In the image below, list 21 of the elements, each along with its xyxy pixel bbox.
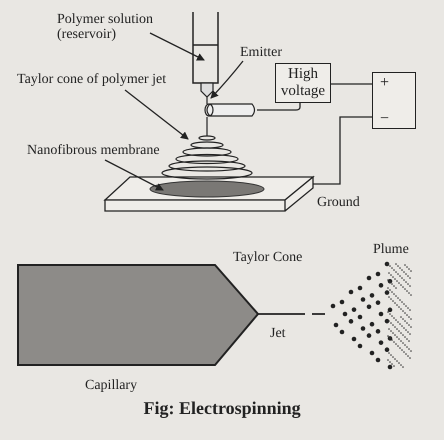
wire [313,116,372,185]
part-label: Taylor Cone [233,250,302,265]
part-label: Taylor cone of polymer jet [17,72,166,87]
part-label: Capillary [85,378,138,393]
part-label: Polymer solution (reservoir) [57,12,157,42]
edge-label: Jet [270,326,286,341]
wire [331,83,372,85]
voltage-source-box: High voltage [275,63,331,103]
leader-arrow [104,159,164,191]
figure-caption: Fig: Electrospinning [144,398,301,418]
terminal-sign: + [380,75,390,90]
leader-arrow [210,60,244,99]
leader-arrow [150,32,205,61]
terminal-sign: − [380,111,390,126]
part-label: Plume [373,242,409,257]
part-label: Ground [317,195,360,210]
power-supply-box [372,72,416,129]
part-label: Emitter [240,45,282,60]
wire [257,103,301,111]
part-label: Nanofibrous membrane [27,143,160,158]
leader-arrow [124,89,189,140]
